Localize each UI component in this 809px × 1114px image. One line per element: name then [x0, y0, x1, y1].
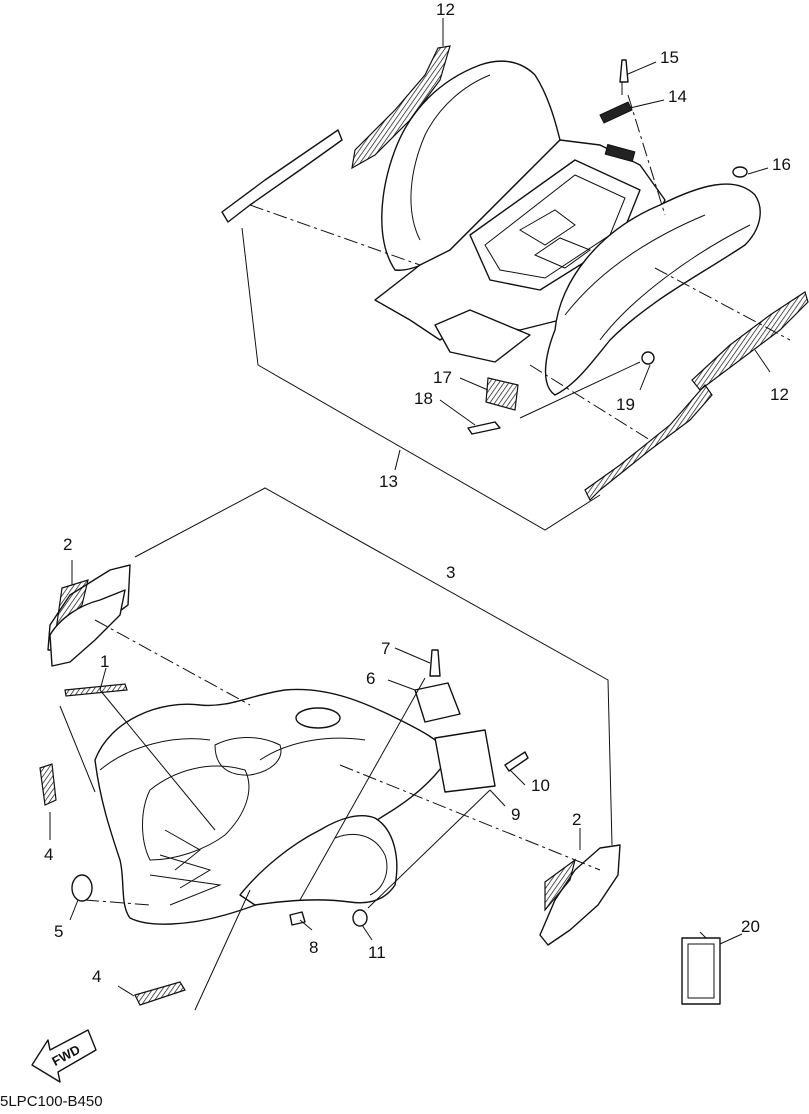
callout-2-left: 2 [63, 535, 72, 554]
plate-14 [599, 101, 633, 124]
callout-1: 1 [100, 652, 109, 671]
front-decals [39, 564, 721, 1006]
decal-4-upper [39, 763, 57, 806]
reflector-5 [71, 874, 93, 902]
callout-13: 13 [379, 472, 398, 491]
front-fender-side-panel [239, 814, 398, 906]
callout-19: 19 [616, 395, 635, 414]
callout-18: 18 [414, 389, 433, 408]
grommet-11 [352, 909, 368, 927]
callout-2-right: 2 [572, 810, 581, 829]
rear-fender-assembly [374, 60, 761, 396]
front-fender-body [94, 688, 451, 925]
front-leader-lines [49, 487, 743, 1011]
rear-fender-right-wing [544, 183, 761, 396]
callout-4-lower: 4 [92, 967, 101, 986]
callout-5: 5 [54, 922, 63, 941]
decal-13-lower [584, 384, 713, 502]
nut-19 [641, 351, 655, 365]
callout-15: 15 [660, 48, 679, 67]
front-fender-assembly [94, 688, 451, 925]
decal-12-right [691, 291, 809, 391]
callout-6: 6 [366, 669, 375, 688]
plate-9 [434, 729, 496, 793]
callout-14: 14 [668, 87, 687, 106]
nut-8 [289, 911, 306, 926]
part-code: 5LPC100-B450 [0, 1093, 103, 1109]
screw-18 [467, 421, 501, 435]
decal-1 [64, 683, 128, 697]
callout-7: 7 [381, 639, 390, 658]
grommet-16 [732, 166, 748, 178]
emblem-plate [604, 143, 636, 163]
plate-6 [414, 682, 461, 723]
rear-fender-flap [434, 309, 531, 363]
bolt-7 [429, 649, 441, 677]
forward-arrow-icon: FWD [31, 1029, 97, 1083]
callout-labels: 12 15 14 16 12 17 18 19 13 2 3 1 7 6 10 … [44, 0, 791, 986]
decal-13-upper [221, 129, 343, 223]
decal-4-lower [134, 981, 186, 1006]
fuel-cap-opening [295, 707, 341, 729]
callout-8: 8 [309, 938, 318, 957]
callout-4-upper: 4 [44, 845, 53, 864]
callout-12-top: 12 [436, 0, 455, 19]
bracket-17 [485, 377, 519, 411]
decal-3 [49, 589, 126, 667]
callout-10: 10 [531, 776, 550, 795]
callout-3: 3 [446, 563, 455, 582]
callout-17: 17 [433, 368, 452, 387]
decal-12-upper [351, 45, 451, 170]
callout-20: 20 [741, 917, 760, 936]
callout-16: 16 [772, 155, 791, 174]
screw-10 [504, 751, 529, 772]
callout-9: 9 [511, 805, 520, 824]
callout-12-right: 12 [770, 385, 789, 404]
callout-11: 11 [368, 943, 386, 962]
rear-decals [221, 45, 809, 502]
rear-leader-lines [241, 18, 791, 531]
bolt-15 [619, 59, 629, 83]
